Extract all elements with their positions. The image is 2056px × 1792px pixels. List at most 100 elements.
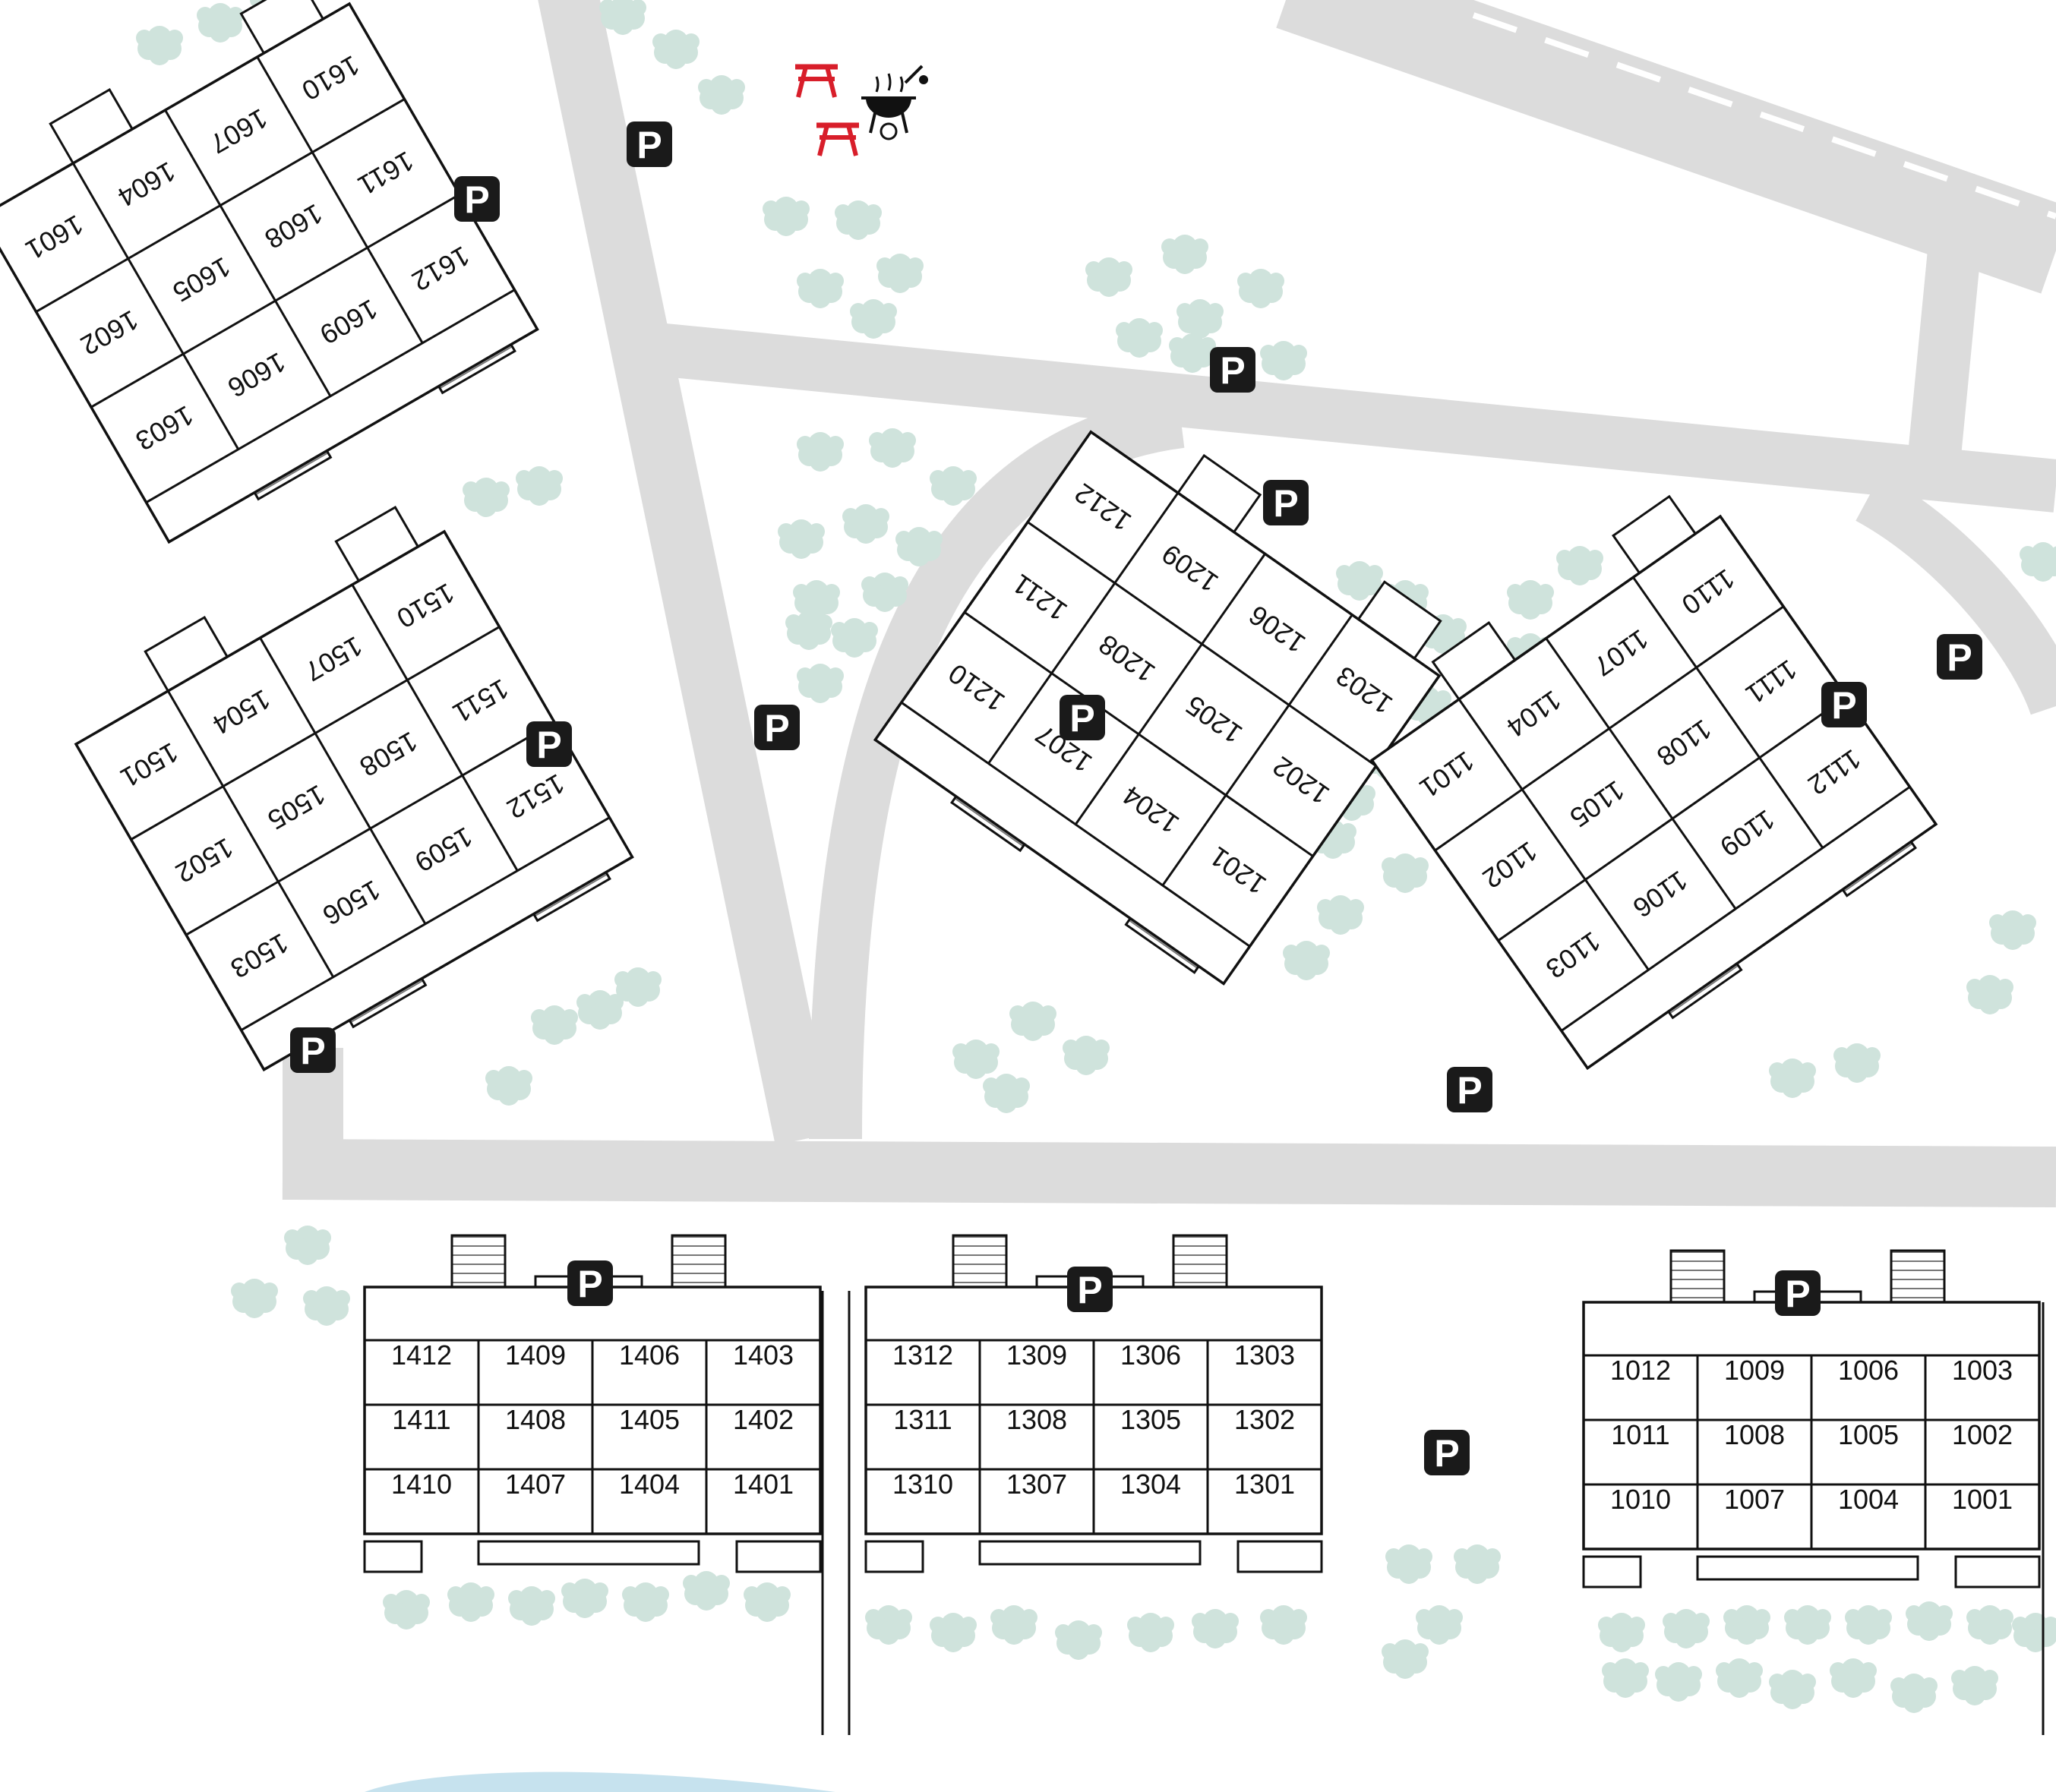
svg-text:P: P bbox=[536, 724, 561, 766]
tree-icon bbox=[1283, 941, 1330, 980]
tree-icon bbox=[1176, 299, 1224, 339]
tree-icon bbox=[1598, 1613, 1645, 1652]
tree-icon bbox=[1769, 1670, 1816, 1709]
picnic-table-icon bbox=[816, 122, 859, 156]
unit-number: 1402 bbox=[733, 1404, 794, 1435]
tree-icon bbox=[797, 432, 844, 472]
parking-icon: P bbox=[1821, 682, 1867, 727]
pond bbox=[365, 1771, 835, 1792]
tree-icon bbox=[876, 254, 924, 293]
unit-number: 1412 bbox=[391, 1339, 452, 1371]
parking-icon: P bbox=[290, 1027, 336, 1073]
tree-icon bbox=[1655, 1662, 1702, 1702]
unit-number: 1012 bbox=[1610, 1355, 1671, 1386]
tree-icon bbox=[1063, 1036, 1110, 1075]
parking-icon: P bbox=[627, 121, 672, 167]
unit-number: 1306 bbox=[1120, 1339, 1181, 1371]
tree-icon bbox=[1382, 1639, 1429, 1679]
tree-icon bbox=[531, 1005, 578, 1045]
tree-icon bbox=[1890, 1674, 1938, 1713]
parking-icon: P bbox=[1775, 1270, 1821, 1316]
unit-number: 1004 bbox=[1838, 1484, 1899, 1515]
tree-icon bbox=[1989, 910, 2036, 950]
building-1600: 1610161116121607160816091604160516061601… bbox=[0, 0, 539, 544]
tree-icon bbox=[1716, 1658, 1763, 1698]
staircase bbox=[952, 1234, 1008, 1290]
svg-text:P: P bbox=[1069, 697, 1094, 740]
highway-lane-marking bbox=[1472, 12, 2056, 219]
tree-icon bbox=[1085, 257, 1132, 297]
unit-number: 1303 bbox=[1234, 1339, 1295, 1371]
tree-icon bbox=[990, 1605, 1037, 1645]
tree-icon bbox=[1723, 1605, 1770, 1645]
tree-icon bbox=[842, 504, 889, 544]
tree-icon bbox=[303, 1286, 350, 1326]
tree-icon bbox=[231, 1279, 278, 1318]
highway bbox=[1276, 0, 2056, 294]
building-1200: 1203120212011206120512041209120812071212… bbox=[873, 430, 1442, 986]
tree-icon bbox=[869, 428, 916, 468]
tree-icon bbox=[744, 1582, 791, 1622]
tree-icon bbox=[1507, 580, 1554, 620]
parking-icon: P bbox=[1447, 1067, 1492, 1112]
staircase bbox=[1890, 1249, 1946, 1305]
parking-icon: P bbox=[1424, 1430, 1470, 1475]
tree-icon bbox=[850, 299, 897, 339]
building-wing bbox=[1236, 1540, 1323, 1573]
unit-number: 1401 bbox=[733, 1469, 794, 1500]
tree-icon bbox=[2012, 1613, 2056, 1652]
tree-icon bbox=[561, 1579, 608, 1618]
unit-number: 1404 bbox=[619, 1469, 680, 1500]
unit-number: 1305 bbox=[1120, 1404, 1181, 1435]
tree-icon bbox=[1663, 1609, 1710, 1648]
tree-icon bbox=[652, 30, 700, 69]
unit-number: 1308 bbox=[1006, 1404, 1067, 1435]
road-connector-east bbox=[1906, 232, 1982, 474]
parking-icon: P bbox=[1060, 695, 1105, 740]
tree-icon bbox=[683, 1571, 730, 1611]
tree-icon bbox=[1784, 1605, 1831, 1645]
tree-icon bbox=[1055, 1620, 1102, 1660]
parking-icon: P bbox=[526, 721, 572, 767]
unit-number: 1408 bbox=[505, 1404, 566, 1435]
tree-icon bbox=[952, 1040, 1000, 1079]
staircase bbox=[1172, 1234, 1228, 1290]
unit-number: 1310 bbox=[892, 1469, 953, 1500]
tree-icon bbox=[1161, 235, 1208, 274]
unit-number: 1008 bbox=[1724, 1419, 1785, 1450]
tree-icon bbox=[516, 466, 563, 506]
tree-icon bbox=[136, 26, 183, 65]
tree-icon bbox=[1169, 333, 1216, 373]
svg-text:P: P bbox=[1831, 684, 1856, 727]
tree-icon bbox=[599, 0, 646, 35]
parking-icon: P bbox=[1210, 347, 1255, 393]
tree-icon bbox=[2020, 542, 2056, 582]
building-wing bbox=[978, 1540, 1202, 1566]
road-upper-cross bbox=[654, 323, 2056, 513]
tree-icon bbox=[1192, 1609, 1239, 1648]
tree-icon bbox=[778, 519, 825, 559]
svg-text:P: P bbox=[1947, 636, 1972, 679]
parking-icon: P bbox=[1263, 480, 1309, 525]
unit-number: 1312 bbox=[892, 1339, 953, 1371]
tree-icon bbox=[508, 1586, 555, 1626]
tree-icon bbox=[1237, 269, 1284, 308]
svg-text:P: P bbox=[1785, 1273, 1810, 1315]
unit-number: 1403 bbox=[733, 1339, 794, 1371]
unit-number: 1405 bbox=[619, 1404, 680, 1435]
tree-icon bbox=[1260, 1605, 1307, 1645]
tree-icon bbox=[1602, 1658, 1649, 1698]
tree-icon bbox=[1317, 895, 1364, 935]
staircase bbox=[671, 1234, 727, 1290]
svg-text:P: P bbox=[1273, 482, 1298, 525]
tree-icon bbox=[284, 1226, 331, 1265]
bbq-grill-icon bbox=[861, 65, 928, 140]
building-wing bbox=[735, 1540, 822, 1573]
picnic-table-icon bbox=[795, 64, 838, 98]
tree-icon bbox=[576, 990, 624, 1030]
unit-number: 1309 bbox=[1006, 1339, 1067, 1371]
